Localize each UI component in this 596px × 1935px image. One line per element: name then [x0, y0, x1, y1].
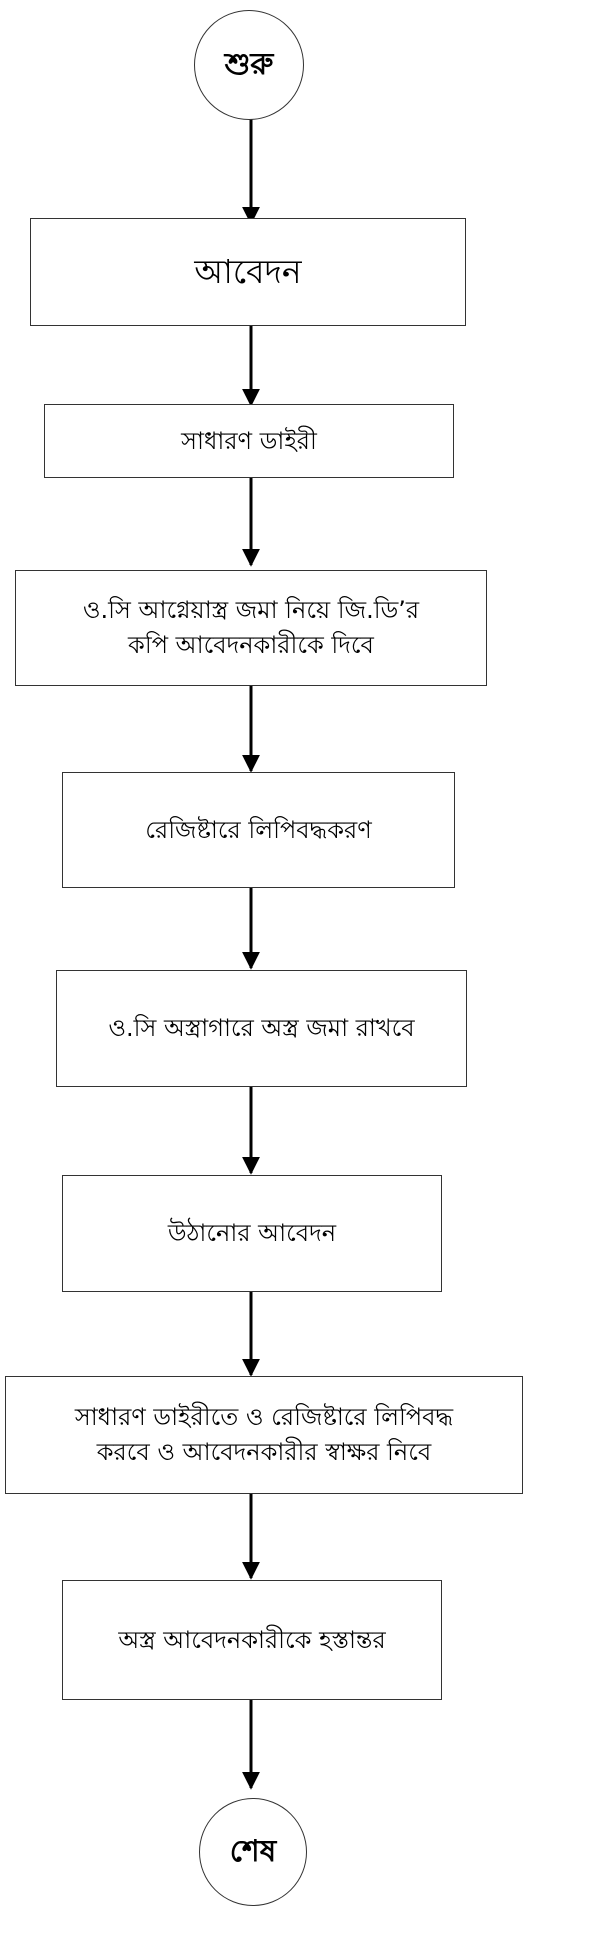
- step-8-handover-firearm: অস্ত্র আবেদনকারীকে হস্তান্তর: [62, 1580, 442, 1700]
- step-6-withdrawal-application: উঠানোর আবেদন: [62, 1175, 442, 1292]
- step-3-label: ও.সি আগ্নেয়াস্ত্র জমা নিয়ে জি.ডি’র কপি…: [82, 596, 420, 659]
- step-1-application: আবেদন: [30, 218, 466, 326]
- step-7-diary-and-signature: সাধারণ ডাইরীতে ও রেজিষ্টারে লিপিবদ্ধ করব…: [5, 1376, 523, 1494]
- step-5-armory-storage: ও.সি অস্ত্রাগারে অস্ত্র জমা রাখবে: [56, 970, 467, 1087]
- start-label: শুরু: [224, 47, 274, 83]
- step-5-label: ও.সি অস্ত্রাগারে অস্ত্র জমা রাখবে: [108, 1014, 415, 1043]
- step-2-general-diary: সাধারণ ডাইরী: [44, 404, 454, 478]
- start-terminal: শুরু: [194, 10, 304, 120]
- step-4-label: রেজিষ্টারে লিপিবদ্ধকরণ: [145, 815, 372, 844]
- step-2-label: সাধারণ ডাইরী: [181, 426, 317, 455]
- step-8-label: অস্ত্র আবেদনকারীকে হস্তান্তর: [118, 1625, 386, 1654]
- step-3-oc-receive-firearm: ও.সি আগ্নেয়াস্ত্র জমা নিয়ে জি.ডি’র কপি…: [15, 570, 487, 686]
- end-label: শেষ: [229, 1834, 277, 1870]
- step-7-label: সাধারণ ডাইরীতে ও রেজিষ্টারে লিপিবদ্ধ করব…: [74, 1403, 454, 1466]
- step-4-register-entry: রেজিষ্টারে লিপিবদ্ধকরণ: [62, 772, 455, 888]
- step-1-label: আবেদন: [194, 252, 302, 292]
- end-terminal: শেষ: [199, 1798, 307, 1906]
- step-6-label: উঠানোর আবেদন: [167, 1219, 337, 1248]
